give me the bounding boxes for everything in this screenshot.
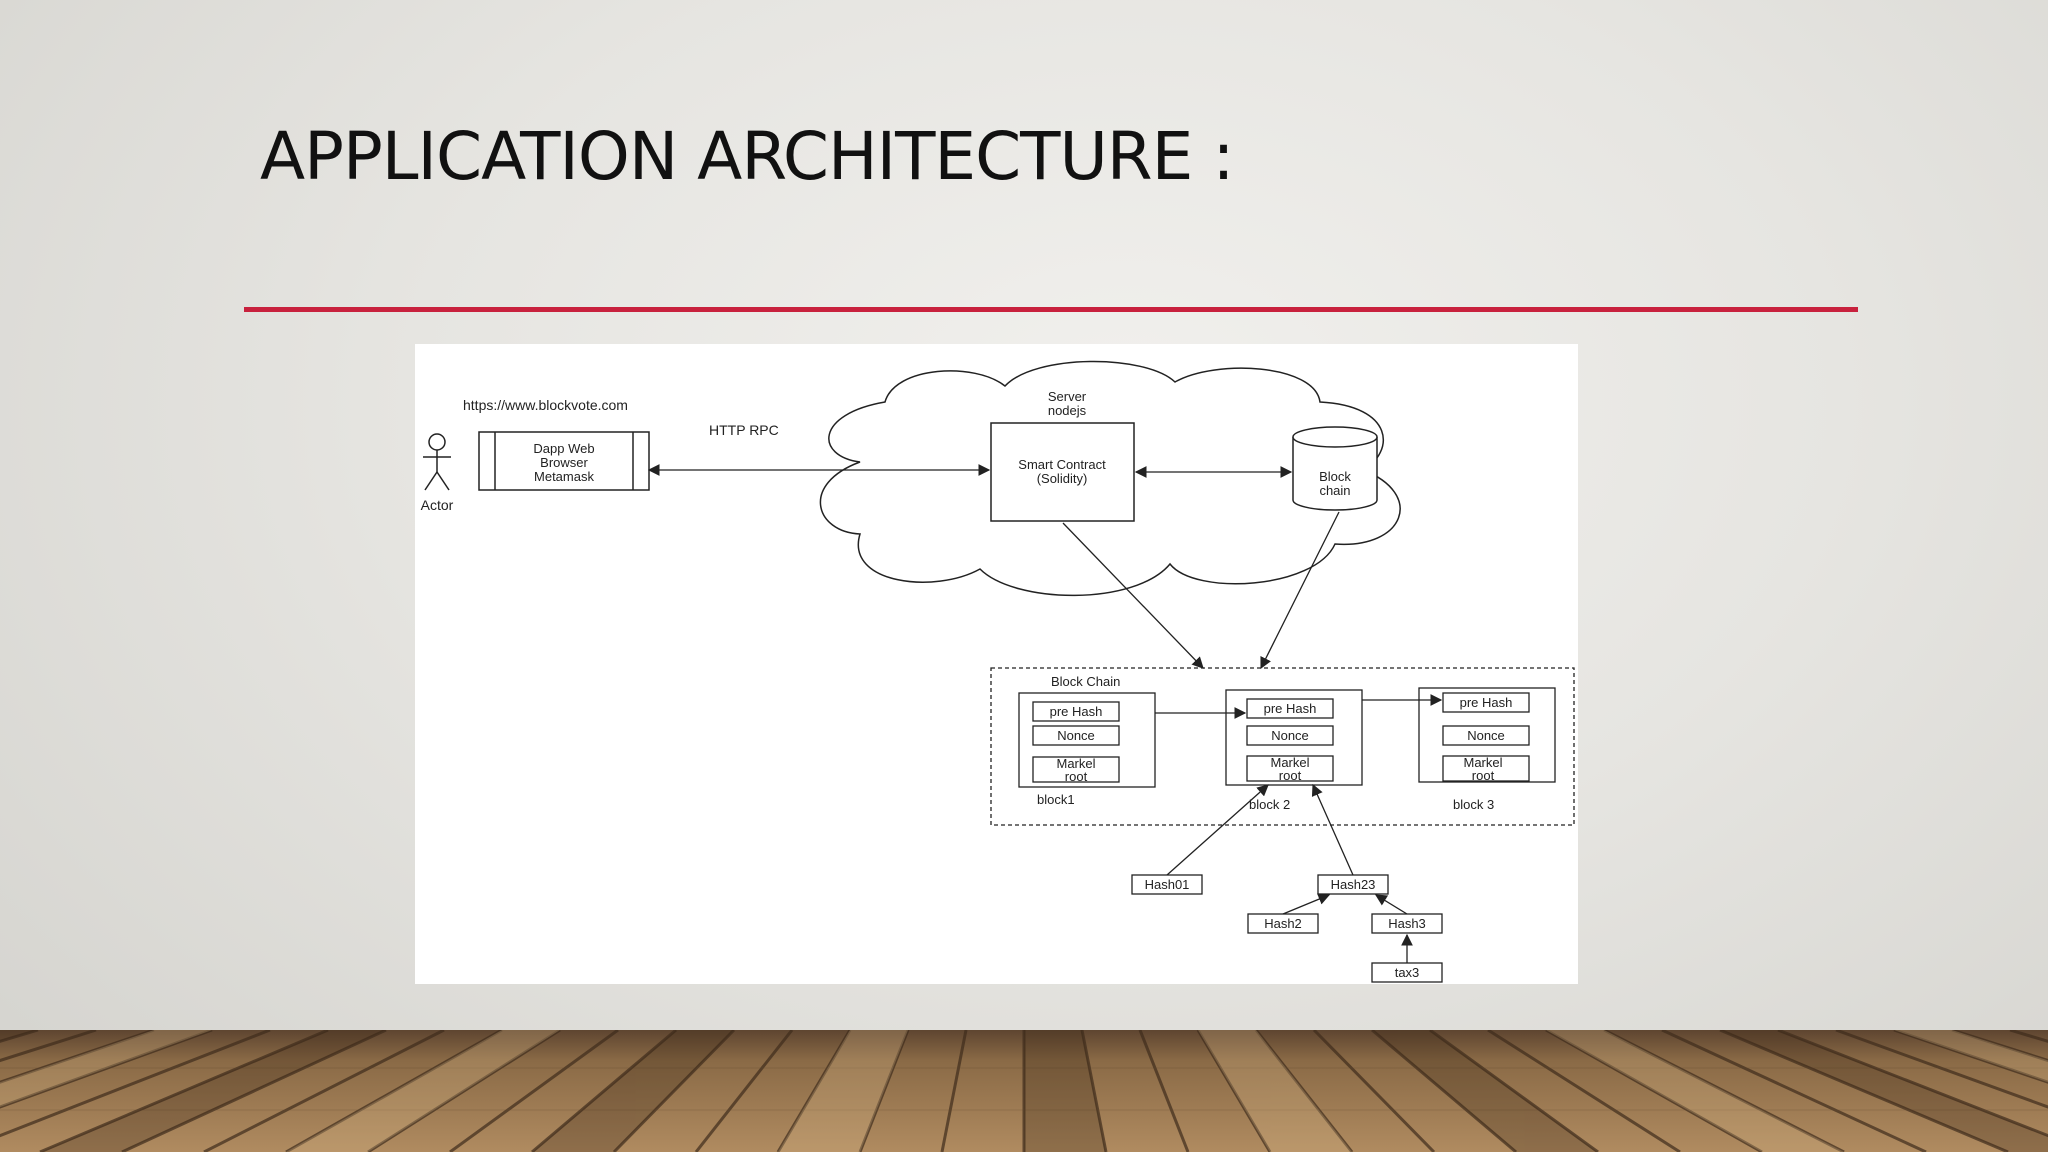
- block-2-merkle-2: root: [1279, 768, 1302, 783]
- blockchain-db-label-2: chain: [1319, 483, 1350, 498]
- block-1-merkle-2: root: [1065, 769, 1088, 784]
- db-chain-arrow: [1260, 511, 1340, 670]
- hash3-label: Hash3: [1388, 916, 1426, 931]
- smart-contract-box: [990, 422, 1135, 522]
- block-1-field-nonce: Nonce: [1057, 728, 1095, 743]
- hash01-merkle-arrow: [1166, 784, 1269, 876]
- server-label-1: Server: [1048, 389, 1087, 404]
- dapp-label-2: Browser: [540, 455, 588, 470]
- hash23-label: Hash23: [1331, 877, 1376, 892]
- architecture-diagram: https://www.blockvote.com Actor Dapp Web…: [415, 344, 1578, 984]
- blockchain-database-icon: [1292, 426, 1378, 511]
- dapp-label-3: Metamask: [534, 469, 594, 484]
- contract-label-2: (Solidity): [1037, 471, 1088, 486]
- http-rpc-label: HTTP RPC: [709, 422, 779, 438]
- blockchain-db-label-1: Block: [1319, 469, 1351, 484]
- block-3-field-nonce: Nonce: [1467, 728, 1505, 743]
- block-2: [1225, 689, 1363, 786]
- contract-label-1: Smart Contract: [1018, 457, 1106, 472]
- block-chain-container: [990, 667, 1575, 826]
- tax3-label: tax3: [1395, 965, 1420, 980]
- hash2-hash23-arrow: [1282, 893, 1331, 915]
- block-2-field-prehash: pre Hash: [1264, 701, 1317, 716]
- block-1-field-prehash: pre Hash: [1050, 704, 1103, 719]
- actor-icon: [423, 433, 451, 491]
- server-label-2: nodejs: [1048, 403, 1087, 418]
- block-3-field-prehash: pre Hash: [1460, 695, 1513, 710]
- wood-floor: [0, 1030, 2048, 1152]
- block-1: [1018, 692, 1156, 788]
- block-3-merkle-1: Markel: [1463, 755, 1502, 770]
- hash23-merkle-arrow: [1311, 783, 1354, 876]
- hash3-hash23-arrow: [1375, 894, 1408, 915]
- accent-rule: [244, 307, 1858, 312]
- actor-label: Actor: [421, 497, 454, 513]
- block-1-name: block1: [1037, 792, 1075, 807]
- slide-title: Application Architecture :: [260, 118, 1235, 195]
- block-3-merkle-2: root: [1472, 768, 1495, 783]
- dapp-browser-box: [478, 431, 650, 491]
- block-3-name: block 3: [1453, 797, 1494, 812]
- block-chain-title: Block Chain: [1051, 674, 1120, 689]
- hash01-label: Hash01: [1145, 877, 1190, 892]
- contract-chain-arrow: [1062, 522, 1204, 669]
- block-2-field-nonce: Nonce: [1271, 728, 1309, 743]
- block-1-merkle-1: Markel: [1056, 756, 1095, 771]
- url-label: https://www.blockvote.com: [463, 397, 628, 413]
- block-2-name: block 2: [1249, 797, 1290, 812]
- hash2-label: Hash2: [1264, 916, 1302, 931]
- block-2-merkle-1: Markel: [1270, 755, 1309, 770]
- dapp-label-1: Dapp Web: [533, 441, 594, 456]
